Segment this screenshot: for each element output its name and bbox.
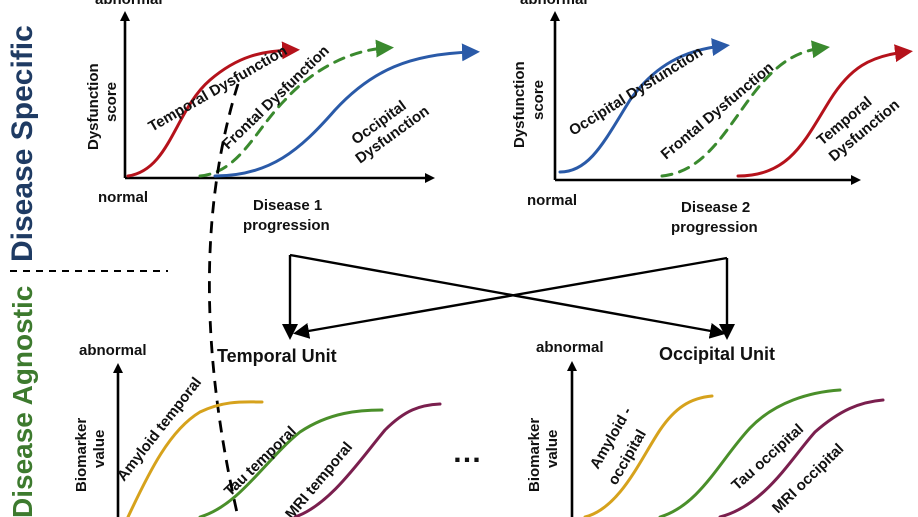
section-label-specific: Disease Specific [6,25,39,262]
ellipsis: … [452,436,482,469]
panel-disease-1: abnormal normal Dysfunction score Diseas… [85,0,480,234]
panel-a-xlabel-1: Disease 1 [253,197,322,214]
panel-b-xlabel-2: progression [671,219,758,236]
occipital-unit-title: Occipital Unit [659,344,775,364]
panel-a-xlabel-2: progression [243,217,330,234]
panel-b-normal: normal [527,192,577,209]
panel-b-frontal-curve [660,40,830,178]
panel-a-normal: normal [98,189,148,206]
mapping-arrows [282,253,735,340]
panel-c-amyloid-curve [126,400,264,517]
panel-a-abnormal: abnormal [95,0,163,8]
panel-c-abnormal: abnormal [79,342,147,359]
arrow-cross-2 [293,256,728,339]
panel-b-label-occipital: Occipital Dysfunction [566,43,706,139]
dashed-link-curve [207,83,240,517]
panel-d-amyloid-curve [583,394,714,517]
panel-c-label-amyloid: Amyloid temporal [114,374,205,484]
temporal-unit-title: Temporal Unit [217,346,337,366]
panel-b-temporal-curve [736,44,913,178]
panel-disease-2: abnormal normal Dysfunction score Diseas… [511,0,913,236]
panel-b-ylabel-1: Dysfunction [511,61,528,148]
panel-d-mri-curve [718,398,885,517]
panel-a-ylabel-1: Dysfunction [85,63,102,150]
panel-d-ylabel-2: value [544,430,561,468]
panel-b-occipital-curve [558,38,730,174]
panel-c-ylabel-2: value [91,430,108,468]
section-label-agnostic: Disease Agnostic [7,286,38,517]
panel-b-xlabel-1: Disease 2 [681,199,750,216]
panel-c-mri-curve [293,402,442,517]
panel-occipital-biomarkers: abnormal Biomarker value Amyloid - occip… [526,339,885,517]
panel-b-ylabel-2: score [530,80,547,120]
panel-a-ylabel-2: score [103,82,120,122]
panel-d-tau-curve [658,388,842,517]
panel-b-abnormal: abnormal [520,0,588,8]
panel-temporal-biomarkers: abnormal Biomarker value Amyloid tempora… [73,342,442,517]
panel-c-ylabel-1: Biomarker [73,418,90,492]
panel-a-frontal-curve [198,39,394,178]
arrow-cross-1 [289,253,726,339]
panel-c-label-tau: Tau temporal [221,423,300,500]
panel-d-ylabel-1: Biomarker [526,418,543,492]
panel-d-abnormal: abnormal [536,339,604,356]
panel-a-temporal-curve [126,41,300,178]
panel-a-occipital-curve [213,43,480,178]
panel-c-tau-curve [198,408,384,517]
